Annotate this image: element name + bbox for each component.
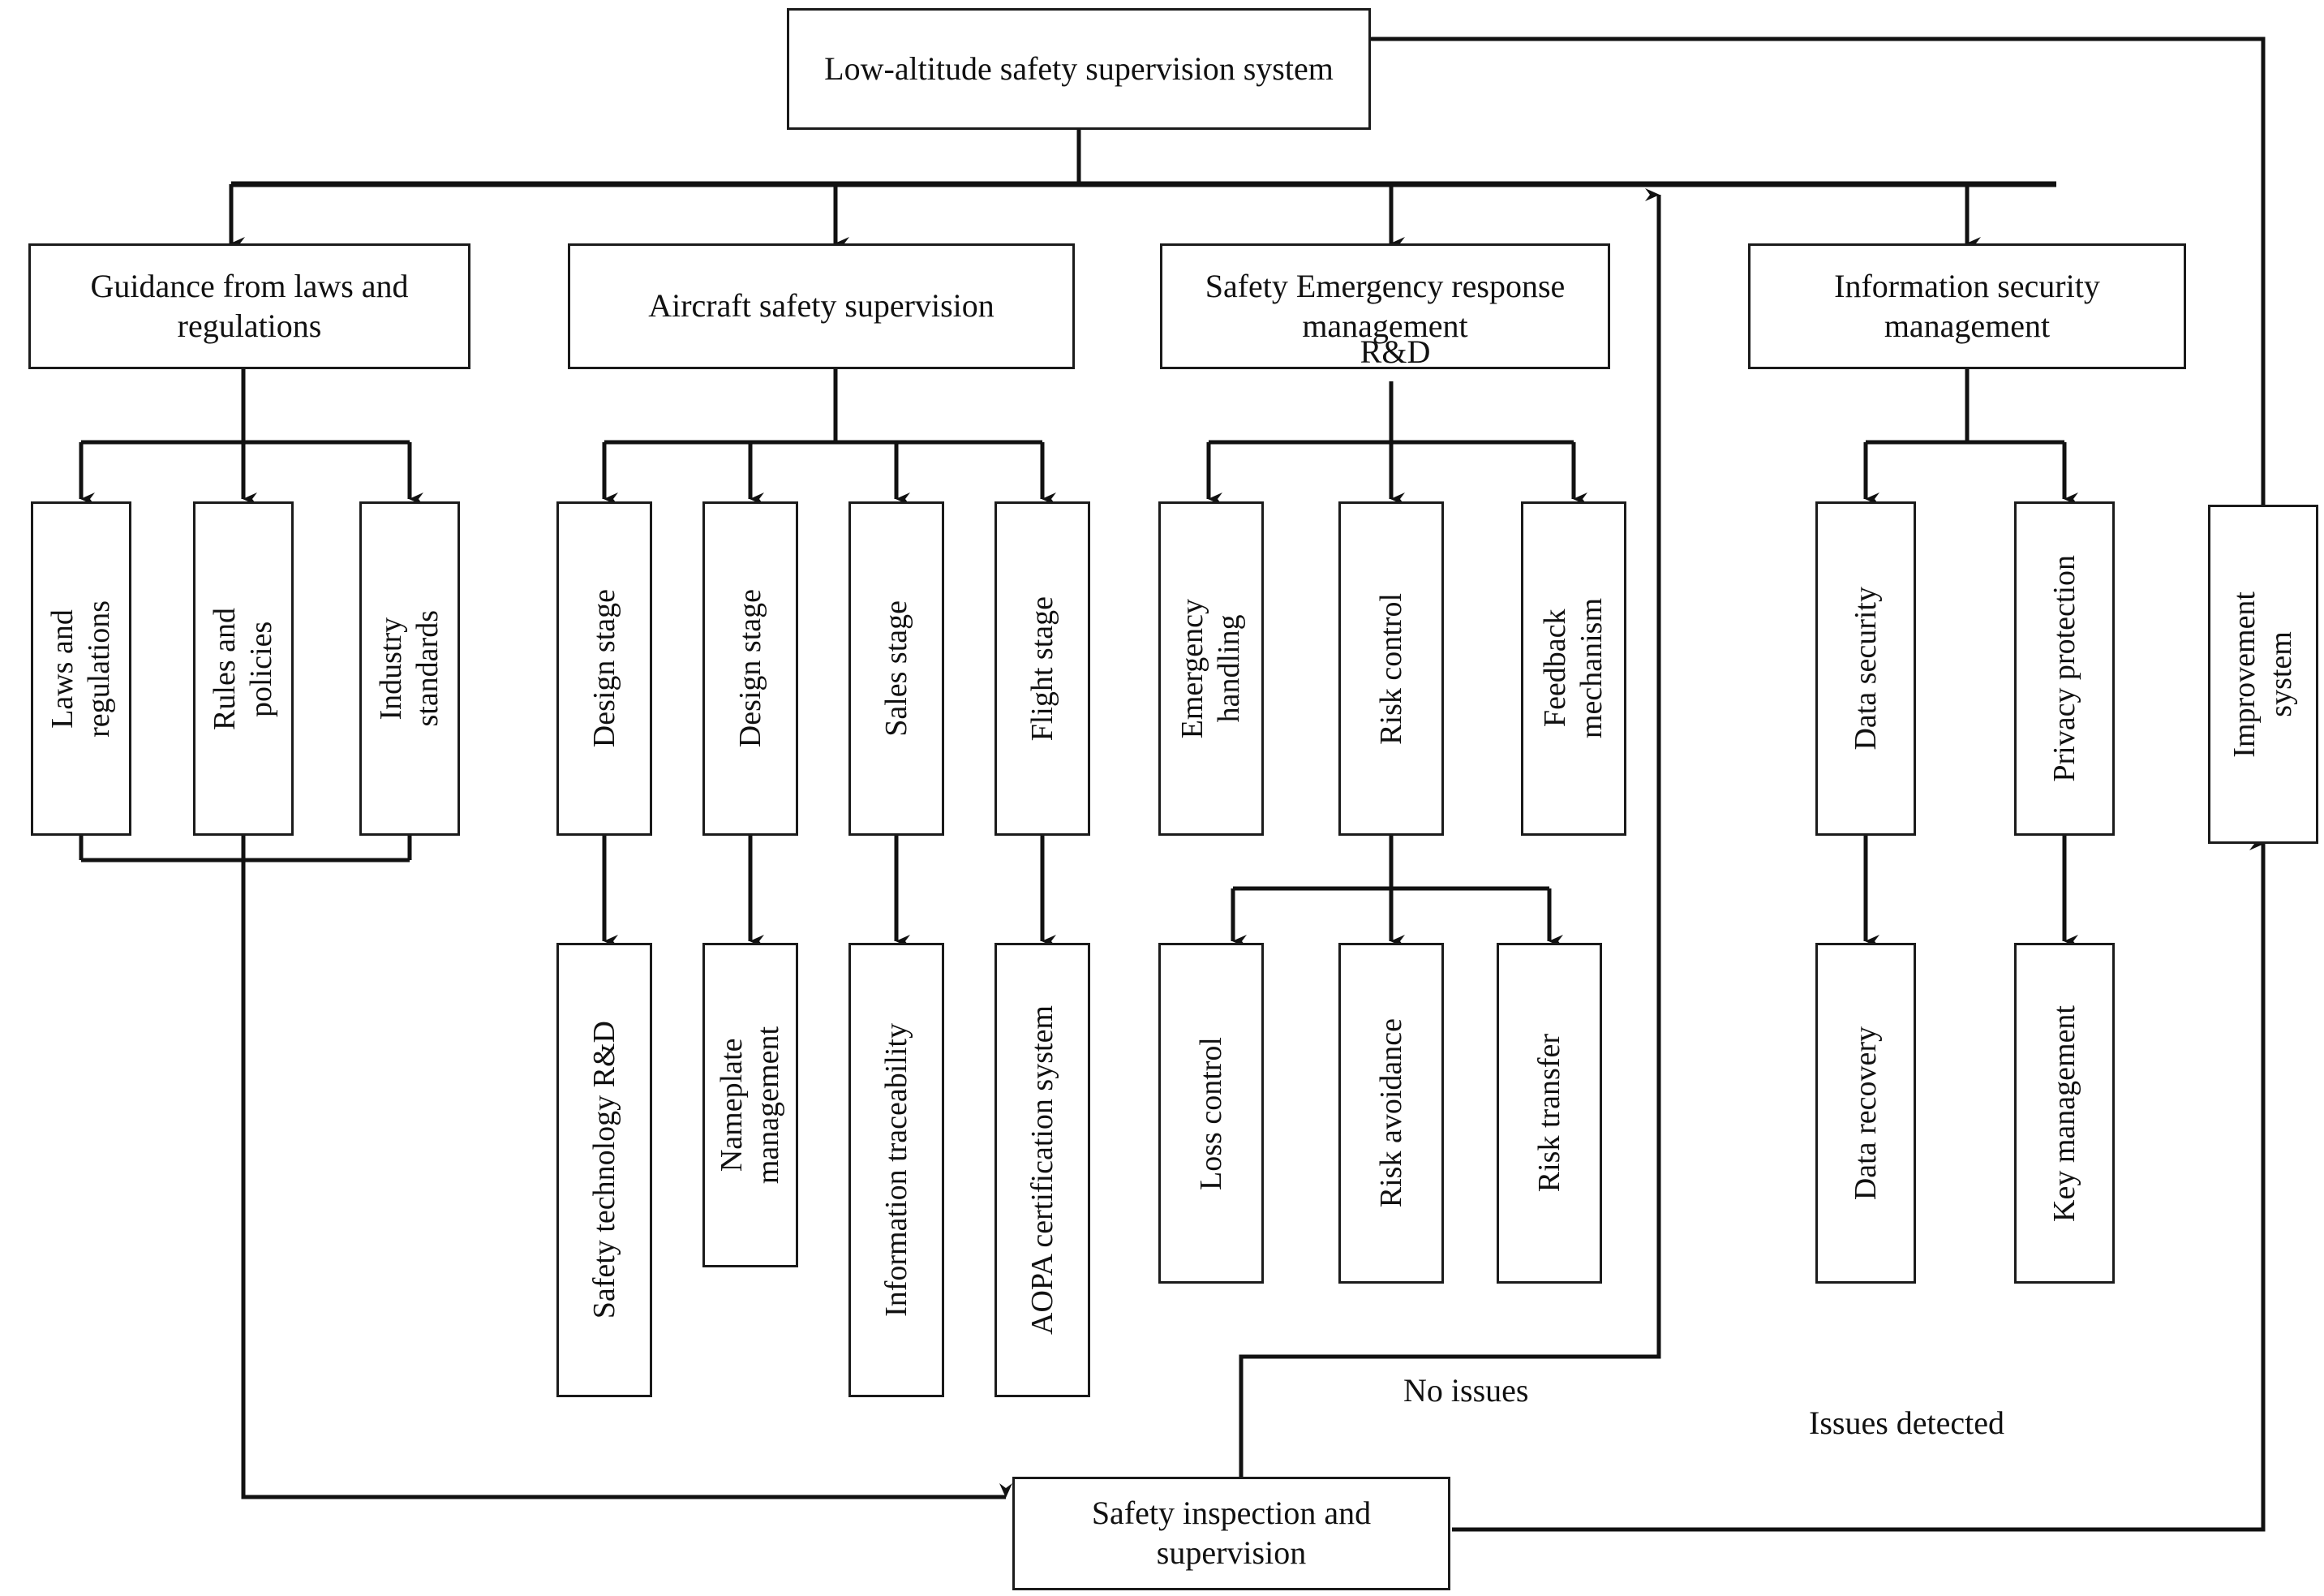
node-improvement-system[interactable]: Improvement system	[2208, 505, 2318, 844]
node-data-recovery[interactable]: Data recovery	[1815, 943, 1916, 1284]
node-risk-control[interactable]: Risk control	[1338, 501, 1444, 836]
node-pillar-aircraft[interactable]: Aircraft safety supervision	[568, 243, 1075, 369]
node-key-management[interactable]: Key management	[2014, 943, 2115, 1284]
node-safety-technology-rd[interactable]: Safety technology R&D	[556, 943, 652, 1397]
node-pillar-infosec-label: Information security management	[1834, 267, 2100, 344]
node-improvement-system-label: Improvement system	[2227, 591, 2298, 758]
wire-no-issues-return	[1239, 188, 1661, 1477]
node-flight-stage[interactable]: Flight stage	[994, 501, 1090, 836]
node-privacy-protection-label: Privacy protection	[2047, 555, 2081, 782]
node-data-security-label: Data security	[1848, 587, 1883, 751]
node-design-stage-1-label: Design stage	[586, 589, 621, 748]
node-pillar-laws-label: Guidance from laws and regulations	[90, 267, 409, 344]
node-laws-regulations-label: Laws and regulations	[45, 600, 116, 738]
node-risk-transfer-label: Risk transfer	[1531, 1034, 1566, 1193]
node-nameplate-management-label: Nameplate management	[715, 1026, 785, 1185]
node-pillar-aircraft-label: Aircraft safety supervision	[648, 287, 994, 325]
node-aopa-certification-system-label: AOPA certification system	[1025, 1005, 1059, 1335]
node-information-traceability[interactable]: Information traceability	[848, 943, 944, 1397]
node-risk-avoidance-label: Risk avoidance	[1373, 1018, 1408, 1208]
node-rules-policies-label: Rules and policies	[208, 607, 278, 730]
node-pillar-emergency-label: Safety Emergency response management	[1205, 267, 1566, 344]
node-data-security[interactable]: Data security	[1815, 501, 1916, 836]
node-pillar-laws[interactable]: Guidance from laws and regulations	[28, 243, 470, 369]
wire-laws-to-inspection	[241, 860, 1012, 1499]
node-design-stage-1[interactable]: Design stage	[556, 501, 652, 836]
node-laws-regulations[interactable]: Laws and regulations	[31, 501, 131, 836]
node-rules-policies[interactable]: Rules and policies	[193, 501, 294, 836]
node-emergency-handling-label: Emergency handling	[1175, 598, 1246, 739]
node-industry-standards-label: Industry standards	[374, 610, 445, 727]
wire-issues-to-improvement	[1452, 837, 2266, 1532]
node-feedback-mechanism[interactable]: Feedback mechanism	[1521, 501, 1626, 836]
node-aopa-certification-system[interactable]: AOPA certification system	[994, 943, 1090, 1397]
node-design-stage-2-label: Design stage	[732, 589, 767, 748]
node-nameplate-management[interactable]: Nameplate management	[702, 943, 798, 1267]
node-pillar-emergency-overflow: R&D	[1360, 333, 1431, 370]
wire-improvement-to-root	[1358, 37, 2266, 507]
node-risk-transfer[interactable]: Risk transfer	[1497, 943, 1602, 1284]
node-safety-technology-rd-label: Safety technology R&D	[586, 1021, 621, 1319]
node-pillar-infosec[interactable]: Information security management	[1748, 243, 2186, 369]
node-feedback-mechanism-label: Feedback mechanism	[1538, 598, 1609, 739]
node-flight-stage-label: Flight stage	[1025, 596, 1059, 742]
node-risk-control-label: Risk control	[1373, 592, 1408, 745]
node-emergency-handling[interactable]: Emergency handling	[1158, 501, 1264, 836]
node-sales-stage[interactable]: Sales stage	[848, 501, 944, 836]
node-industry-standards[interactable]: Industry standards	[359, 501, 460, 836]
node-key-management-label: Key management	[2047, 1004, 2081, 1222]
node-loss-control[interactable]: Loss control	[1158, 943, 1264, 1284]
node-data-recovery-label: Data recovery	[1848, 1026, 1883, 1201]
node-privacy-protection[interactable]: Privacy protection	[2014, 501, 2115, 836]
node-safety-inspection-supervision[interactable]: Safety inspection and supervision	[1012, 1477, 1450, 1590]
node-risk-avoidance[interactable]: Risk avoidance	[1338, 943, 1444, 1284]
node-safety-inspection-supervision-label: Safety inspection and supervision	[1091, 1495, 1372, 1571]
node-design-stage-2[interactable]: Design stage	[702, 501, 798, 836]
edge-label-no-issues: No issues	[1403, 1372, 1529, 1409]
node-root-label: Low-altitude safety supervision system	[824, 49, 1334, 87]
node-loss-control-label: Loss control	[1193, 1036, 1228, 1190]
node-pillar-emergency[interactable]: Safety Emergency response management	[1160, 243, 1610, 369]
node-information-traceability-label: Information traceability	[878, 1023, 913, 1317]
edge-label-issues-detected: Issues detected	[1809, 1405, 2005, 1441]
node-root-system[interactable]: Low-altitude safety supervision system	[787, 8, 1371, 130]
node-sales-stage-label: Sales stage	[878, 600, 913, 737]
